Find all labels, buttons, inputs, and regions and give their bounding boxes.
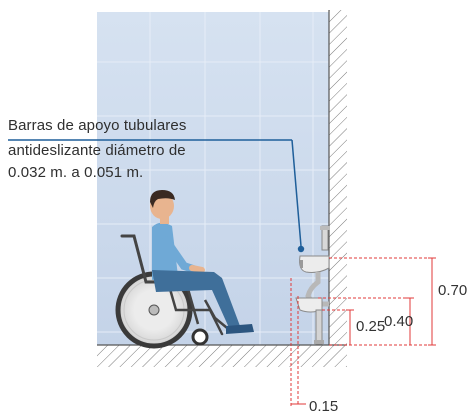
callout-line-2: antideslizante diámetro de (8, 142, 186, 159)
callout-line-1: Barras de apoyo tubulares (8, 117, 187, 134)
dimension-label-0-25: 0.25 (356, 318, 386, 335)
dimension-label-0-70: 0.70 (438, 282, 468, 299)
dimension-lines (290, 257, 436, 406)
callout-leader (8, 139, 305, 253)
dimension-label-0-15: 0.15 (309, 398, 339, 415)
lavatory-icon (295, 225, 330, 345)
grab-bar-icon (300, 260, 303, 268)
floor-hatch (97, 344, 347, 367)
dimension-label-0-40: 0.40 (384, 313, 414, 330)
callout-line-3: 0.032 m. a 0.051 m. (8, 164, 144, 181)
wheelchair-user-icon (115, 190, 254, 349)
side-wall-hatch (328, 10, 347, 345)
